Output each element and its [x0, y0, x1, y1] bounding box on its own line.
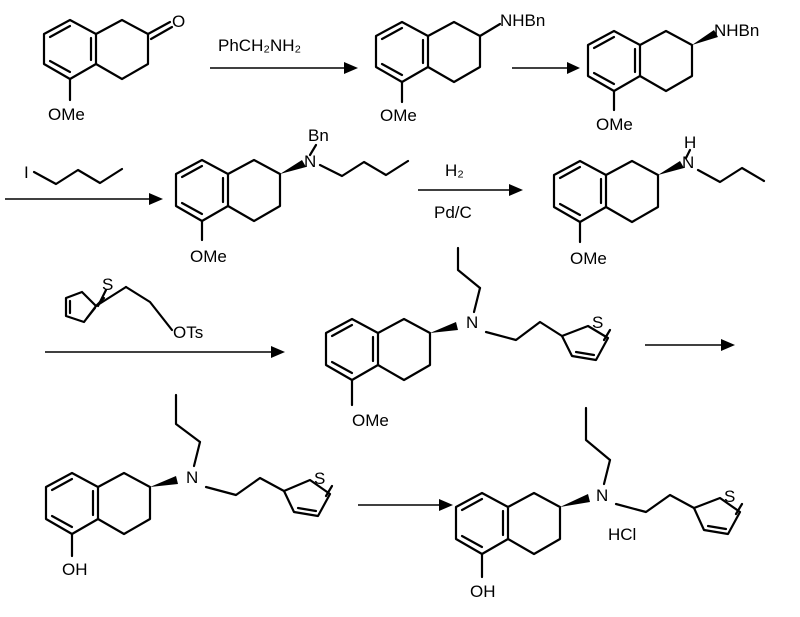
methoxy-label: OMe — [352, 411, 389, 430]
compound-benzylamino-tetralin-racemic: NHBn OMe — [374, 11, 545, 125]
compound-rotigotine: N S OH — [44, 393, 334, 579]
nitrogen-label: N — [304, 152, 316, 171]
thiophene-sulfur-label: S — [102, 275, 113, 294]
reaction-arrow-1: PhCH₂NH₂ — [210, 36, 358, 74]
reagent-hydrogen: H₂ — [445, 161, 464, 180]
hydroxy-label: OH — [62, 560, 88, 579]
reagent-benzylamine: PhCH₂NH₂ — [218, 36, 301, 55]
methoxy-label: OMe — [380, 106, 417, 125]
methoxy-label: OMe — [570, 249, 607, 268]
reaction-arrow-7 — [358, 499, 453, 511]
benzyl-label: Bn — [308, 126, 329, 145]
methoxy-label: OMe — [596, 115, 633, 134]
hydroxy-label: OH — [470, 582, 496, 601]
iodine-label: I — [24, 163, 29, 182]
nhbn-label: NHBn — [500, 11, 545, 30]
compound-methoxy-rotigotine: N S OMe — [324, 246, 612, 430]
nitrogen-label: N — [596, 486, 608, 505]
compound-benzylamino-tetralin-chiral: NHBn OMe — [586, 21, 759, 134]
nitrogen-label: N — [466, 313, 478, 332]
thiophene-sulfur-label: S — [724, 487, 735, 506]
reaction-arrow-6 — [645, 339, 735, 351]
reaction-arrow-2 — [512, 62, 580, 74]
tosylate-label: OTs — [173, 323, 203, 342]
thiophene-sulfur-label: S — [314, 469, 325, 488]
reaction-arrow-3: I — [5, 163, 163, 205]
thiophene-sulfur-label: S — [592, 313, 603, 332]
hydrogen-label: H — [684, 133, 696, 152]
methoxy-label: OMe — [48, 105, 85, 124]
reaction-arrow-4: H₂ Pd/C — [418, 161, 523, 222]
methoxy-label: OMe — [190, 247, 227, 266]
compound-rotigotine-hydrochloride: N S HCl OH — [454, 406, 744, 601]
nitrogen-label: N — [186, 468, 198, 487]
carbonyl-oxygen-label: O — [172, 12, 185, 31]
hcl-label: HCl — [608, 525, 636, 544]
compound-methoxytetralone: O OMe — [42, 12, 185, 124]
compound-propyl-amine: N H OMe — [552, 133, 766, 268]
reaction-arrow-5: S OTs — [45, 275, 285, 358]
compound-benzyl-propyl-amine: N Bn OMe — [174, 126, 410, 266]
reagent-catalyst: Pd/C — [434, 203, 472, 222]
nhbn-label: NHBn — [714, 21, 759, 40]
nitrogen-label: N — [682, 153, 694, 172]
